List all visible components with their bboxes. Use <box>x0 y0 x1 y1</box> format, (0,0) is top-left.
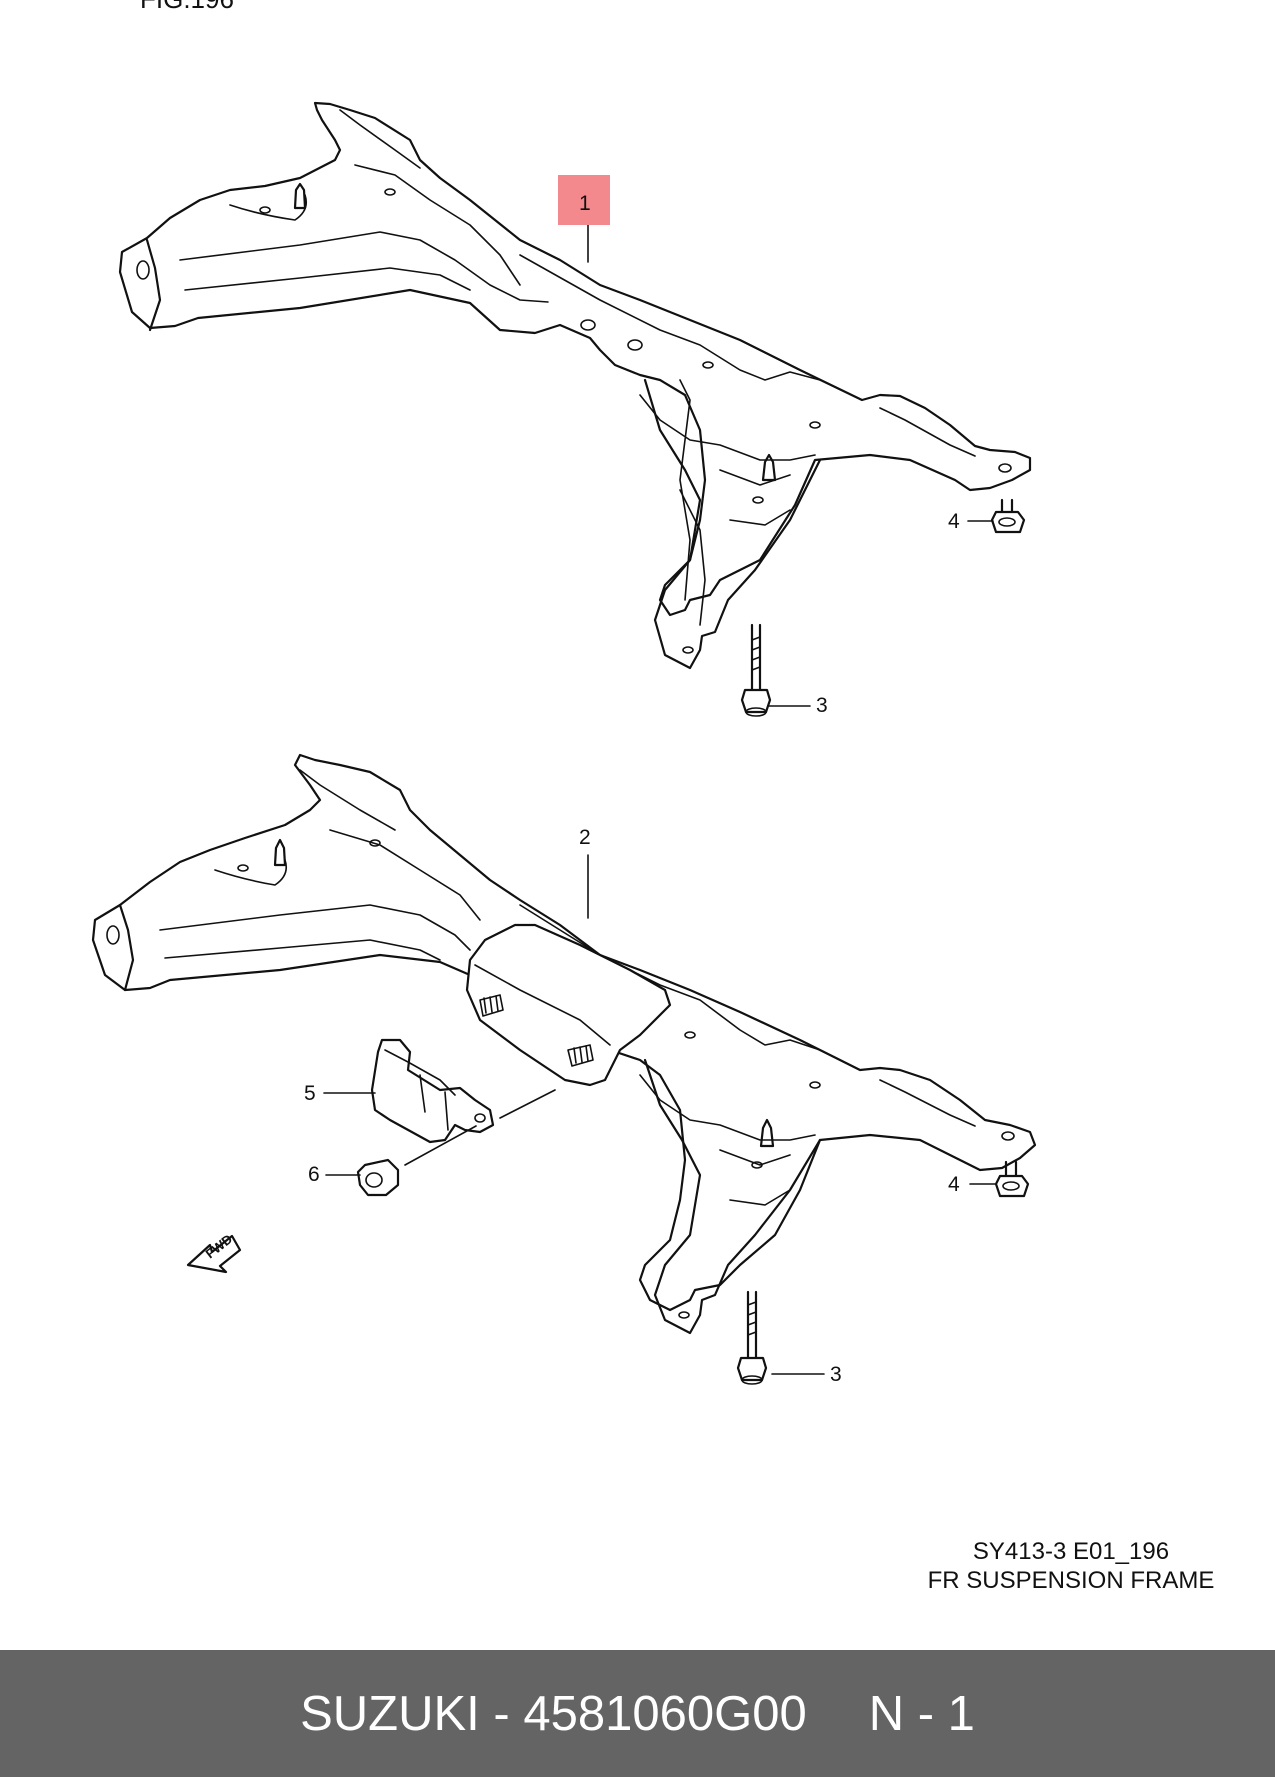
footer-separator: - <box>479 1686 524 1741</box>
reference-title: FR SUSPENSION FRAME <box>927 1567 1215 1594</box>
highlight-box <box>558 175 610 225</box>
nut-6 <box>356 1158 400 1197</box>
mount-studs <box>479 994 594 1119</box>
frame-part-1 <box>118 101 1032 670</box>
footer-part-number: 4581060G00 <box>523 1686 807 1741</box>
callout-1[interactable]: 1 <box>579 192 591 215</box>
footer-bar: SUZUKI - 4581060G00 N - 1 <box>0 1650 1275 1777</box>
reference-code: SY413-3 E01_196 <box>972 1538 1170 1565</box>
frame-part-2 <box>91 753 1037 1335</box>
suspension-frame-diagram: FWD <box>91 101 1037 1385</box>
reference-block: SY413-3 E01_196 FR SUSPENSION FRAME <box>826 1537 1275 1595</box>
page-fragment-text: FIG.196 <box>140 0 234 15</box>
bracket-5 <box>370 1038 495 1166</box>
callout-2[interactable]: 2 <box>579 826 591 849</box>
bolt-3-top <box>740 623 772 717</box>
nut-4-top <box>990 498 1026 534</box>
footer-text: SUZUKI - 4581060G00 N - 1 <box>0 1650 1275 1777</box>
callout-5[interactable]: 5 <box>304 1082 316 1105</box>
callout-4-top[interactable]: 4 <box>948 510 960 533</box>
footer-brand: SUZUKI <box>300 1686 480 1741</box>
callout-6[interactable]: 6 <box>308 1163 320 1186</box>
callout-4-bottom[interactable]: 4 <box>948 1173 960 1196</box>
leader-lines <box>323 221 996 1375</box>
footer-position: N - 1 <box>868 1686 975 1741</box>
bolt-3-bottom <box>736 1290 768 1385</box>
nut-4-bottom <box>994 1160 1030 1198</box>
callout-3-top[interactable]: 3 <box>816 694 828 717</box>
callout-3-bottom[interactable]: 3 <box>830 1363 842 1386</box>
fwd-arrow-icon: FWD <box>186 1231 242 1274</box>
